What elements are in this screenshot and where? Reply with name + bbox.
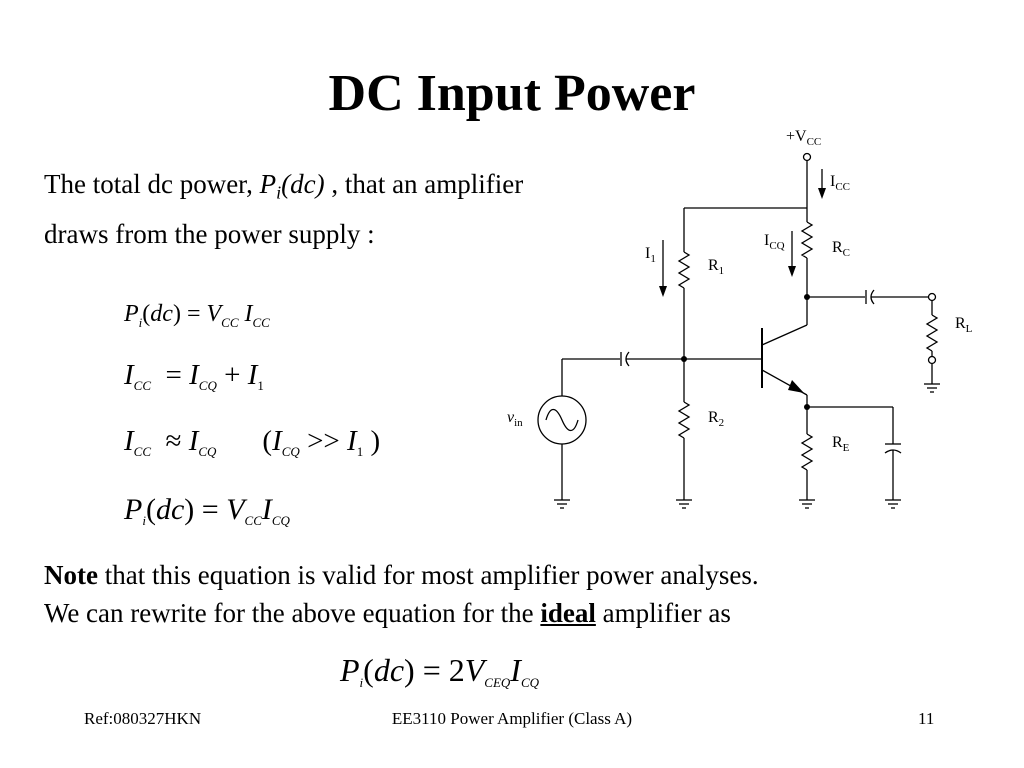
intro-text-after: , that an amplifier draws from the power… xyxy=(44,169,524,250)
label-r2: R2 xyxy=(708,409,724,429)
label-r1: R1 xyxy=(708,257,724,277)
bypass-ground xyxy=(885,499,901,509)
ac-source-icon xyxy=(537,395,587,445)
source-ground xyxy=(554,499,570,509)
re-ground xyxy=(799,499,815,509)
footer-page-number: 11 xyxy=(918,709,935,728)
r1-resistor xyxy=(677,251,691,289)
label-rc: RC xyxy=(832,239,850,259)
note-emph-ideal: ideal xyxy=(540,598,596,628)
vcc-terminal xyxy=(802,152,812,162)
note-line2-after: amplifier as xyxy=(595,598,731,628)
intro-text-before: The total dc power, xyxy=(44,169,260,199)
equation-input-power: Pi(dc) = VCC ICC xyxy=(124,301,270,330)
label-rl: RL xyxy=(955,315,973,335)
footer-course-title: EE3110 Power Amplifier (Class A) xyxy=(391,709,633,728)
label-icc: ICC xyxy=(830,173,850,193)
note-line2-before: We can rewrite for the above equation fo… xyxy=(44,598,541,628)
icq-arrow xyxy=(788,231,796,277)
output-terminal-bottom xyxy=(927,355,937,365)
label-vin: vin xyxy=(507,409,523,429)
label-vcc: +VCC xyxy=(786,128,821,148)
label-i1: I1 xyxy=(645,245,656,265)
i1-arrow xyxy=(659,240,667,297)
output-terminal-top xyxy=(927,292,937,302)
re-resistor xyxy=(800,433,814,471)
note-line1: that this equation is valid for most amp… xyxy=(97,560,759,590)
footer-reference: Ref:080327HKN xyxy=(84,709,202,728)
note-paragraph: Note that this equation is valid for mos… xyxy=(44,556,984,632)
note-bold: Note xyxy=(44,560,98,590)
amplifier-circuit-diagram: +VCC ICC ICQ RC I1 R1 RL R2 RE vin xyxy=(507,128,973,509)
equation-approximation: ICC ≈ ICQ(ICQ >> I1 ) xyxy=(124,425,381,459)
r2-ground xyxy=(676,499,692,509)
equation-ideal-amplifier: Pi(dc) = 2VCEQICQ xyxy=(340,652,539,690)
equation-supply-current: ICC = ICQ + I1 xyxy=(124,359,264,393)
r2-resistor xyxy=(677,401,691,439)
icc-arrow xyxy=(818,169,826,199)
rl-resistor xyxy=(925,314,939,352)
npn-transistor xyxy=(761,297,808,396)
rc-resistor xyxy=(800,221,814,259)
intro-paragraph: The total dc power, Pi(dc) , that an amp… xyxy=(44,163,534,255)
label-icq: ICQ xyxy=(764,232,785,252)
label-re: RE xyxy=(832,434,850,454)
slide-title: DC Input Power xyxy=(328,65,696,122)
rl-ground xyxy=(924,383,940,393)
intro-math-pidc: Pi(dc) xyxy=(259,169,325,203)
equation-input-power-approx: Pi(dc) = VCCICQ xyxy=(124,493,290,528)
